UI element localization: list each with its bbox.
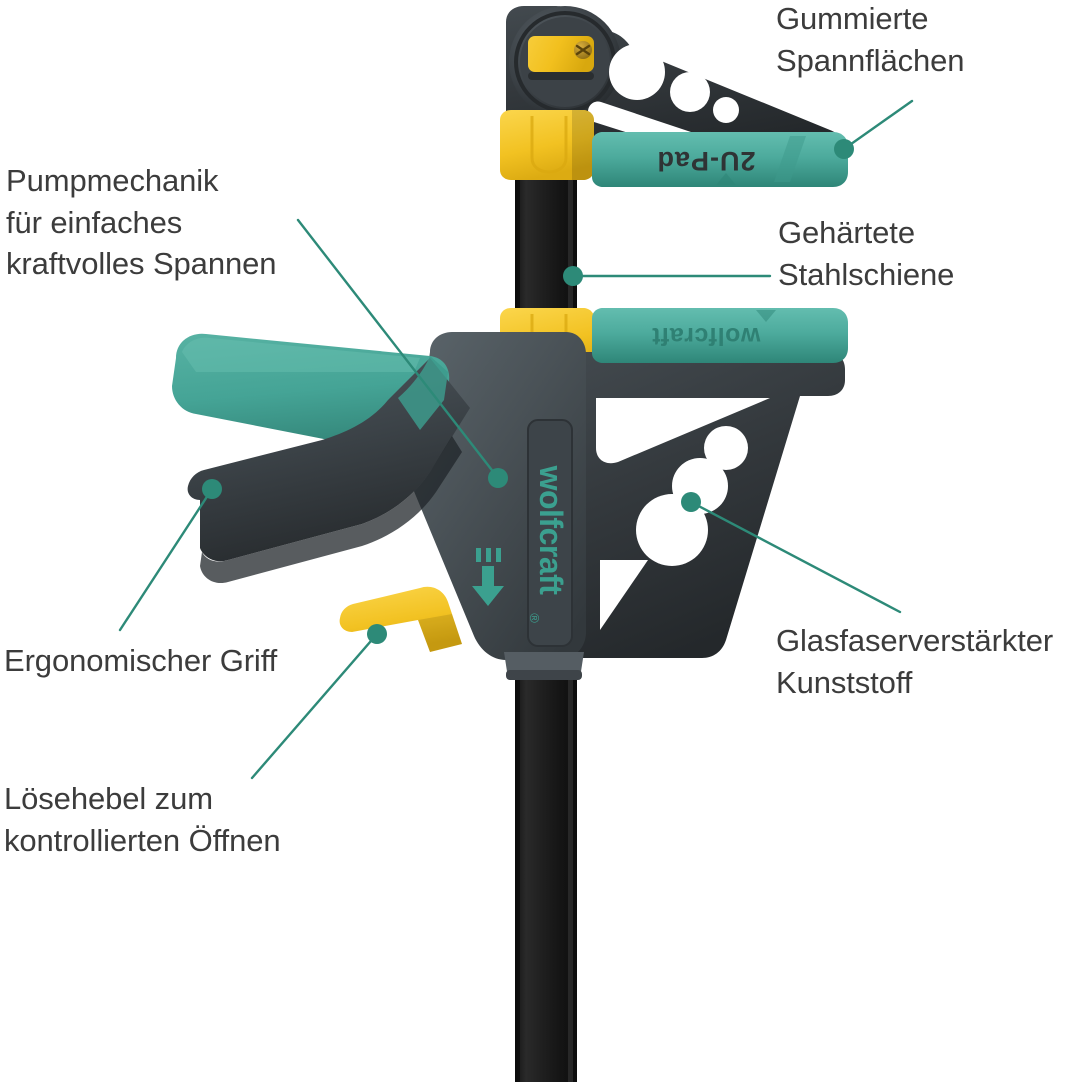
yellow-collar-upper-shadow (572, 110, 594, 180)
lower-jaw-cutout-top (596, 398, 770, 464)
pivot-screw-slot (575, 44, 591, 56)
trigger-handle (187, 358, 470, 562)
leader-line-gummierte (842, 99, 914, 151)
grip-teal-highlight (182, 337, 420, 372)
rubber-pad-lower (592, 308, 848, 363)
upper-arm-hole-small (713, 97, 739, 123)
callout-gehaertete-stahlschiene: Gehärtete Stahlschiene (778, 215, 955, 292)
yellow-collar-upper (500, 110, 594, 180)
pivot-knob-groove (528, 72, 594, 80)
upper-arm-hole-medium (670, 72, 710, 112)
trigger-handle-edge (200, 436, 462, 584)
callout-glasfaserverstaerkter-kunststoff: Glasfaserverstärkter Kunststoff (776, 623, 1054, 700)
leader-dot-gehaertete (563, 266, 583, 286)
leader-line-loesehebel (250, 632, 379, 780)
yellow-collar-upper-groove (530, 116, 568, 174)
lower-jaw-hole-small (704, 426, 748, 470)
leader-dot-loesehebel (367, 624, 387, 644)
leader-dot-glasfaser (681, 492, 701, 512)
lower-jaw-hole-large (636, 494, 708, 566)
upper-arm-hole-large (609, 44, 665, 100)
rubber-pad-upper-label: 2U-Pad (656, 146, 755, 176)
logo-plate (527, 419, 573, 647)
brand-logo: wolfcraft (533, 465, 569, 596)
callout-gummierte-spannflaechen: Gummierte Spannflächen (776, 1, 965, 78)
brand-registered-mark: ® (527, 613, 542, 623)
leader-line-glasfaser (689, 500, 902, 614)
upper-jaw-assembly: 2U-Pad (500, 6, 848, 187)
rubber-pad-upper-bevel (774, 136, 806, 182)
lower-jaw-cutout-bottom (600, 560, 648, 630)
leader-dot-gummierte (834, 139, 854, 159)
leader-dot-ergonomisch (202, 479, 222, 499)
callout-loesehebel: Lösehebel zum kontrollierten Öffnen (4, 781, 281, 858)
body-bottom-shoe-lip (506, 670, 582, 680)
rubber-pad-upper-notch (716, 173, 736, 185)
callout-pumpmechanik: Pumpmechanik für einfaches kraftvolles S… (6, 163, 277, 282)
grip-teal-lower-edge (398, 356, 448, 430)
leader-line-pumpmechanik (296, 218, 500, 480)
direction-arrow-icon (472, 548, 504, 606)
release-lever (339, 586, 462, 652)
callout-ergonomischer-griff: Ergonomischer Griff (4, 643, 278, 678)
leader-line-ergonomisch (118, 487, 214, 632)
leader-dot-pumpmechanik (488, 468, 508, 488)
rubber-pad-lower-notch (756, 310, 776, 322)
rubber-pad-lower-label: wolfcraft (651, 322, 761, 350)
release-lever-shadow (418, 614, 462, 652)
